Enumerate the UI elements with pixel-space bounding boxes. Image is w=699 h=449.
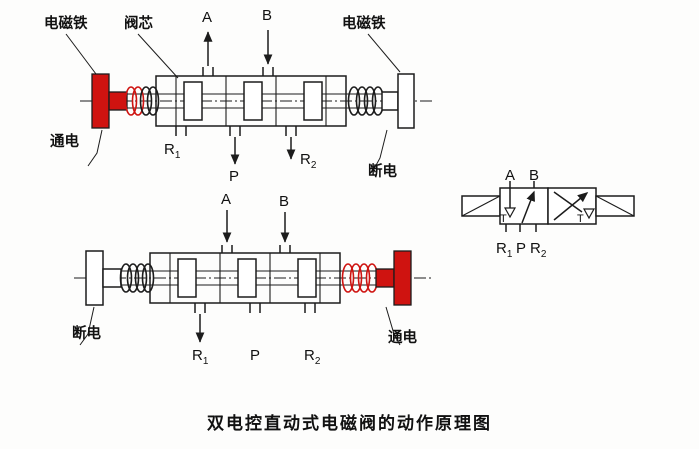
electromagnet-right-label: 电磁铁 (342, 14, 386, 32)
port-r1-label: R1 (192, 347, 209, 367)
spool-land (183, 81, 203, 121)
right-electromagnet-armature (381, 73, 415, 129)
port-r2-label: R2 (304, 347, 321, 367)
exhaust-triangle-right (582, 208, 596, 220)
right-electromagnet-armature-energized (375, 250, 412, 306)
spool-label: 阀芯 (124, 14, 153, 32)
valve-position-left (499, 187, 549, 225)
energized-label: 通电 (50, 132, 79, 150)
valve-body (149, 252, 341, 304)
leader-spool (137, 33, 179, 79)
deenergized-label: 断电 (72, 324, 101, 342)
flow-path-arrow (553, 192, 589, 221)
exhaust-triangle-left (503, 207, 517, 219)
port-a-label: A (221, 191, 231, 208)
port-a: A (221, 191, 233, 253)
port-r2: R2 (304, 303, 321, 367)
spool-land (237, 258, 257, 298)
right-lead-wire (373, 129, 388, 170)
symbol-port-r1-label: R1 (496, 240, 513, 260)
symbol-t-left-label: T (500, 213, 507, 225)
left-electromagnet-armature (85, 250, 122, 306)
electromagnet-left-label: 电磁铁 (44, 14, 88, 32)
leader-left (65, 33, 97, 75)
spool-land (177, 258, 197, 298)
symbol-t-right-label: T (577, 213, 584, 225)
solenoid-symbol-right (595, 195, 635, 217)
spool-land (243, 81, 263, 121)
port-p-label: P (229, 168, 239, 185)
left-lead-wire (87, 129, 103, 167)
valve-body (155, 75, 347, 127)
valve-symbol-diagram: A B T T R1 P R2 (461, 170, 635, 260)
symbol-port-r2-label: R2 (530, 240, 547, 260)
port-r1: R1 (192, 303, 209, 367)
left-lead-wire (79, 306, 95, 346)
valve-position-right (547, 187, 597, 225)
port-b-label: B (279, 193, 289, 210)
port-stubs (505, 181, 537, 232)
port-r1: R1 (164, 126, 187, 161)
symbol-port-b-label: B (529, 170, 539, 184)
port-b: B (262, 7, 274, 76)
symbol-port-p-label: P (516, 240, 526, 257)
left-coil (119, 263, 155, 293)
left-electromagnet-armature-energized (91, 73, 128, 129)
spool-land (303, 81, 323, 121)
port-p: P (229, 126, 241, 185)
flow-path-arrow (521, 190, 535, 224)
port-b-label: B (262, 7, 272, 24)
port-a: A (202, 9, 214, 76)
port-p-label: P (250, 347, 260, 364)
bottom-valve-diagram: A B R1 P R2 断电 通电 (72, 191, 432, 367)
left-coil (124, 86, 160, 116)
port-b: B (279, 193, 291, 253)
leader-right (367, 33, 401, 73)
caption-title: 双电控直动式电磁阀的动作原理图 (207, 414, 492, 433)
port-r1-label: R1 (164, 141, 181, 161)
port-r2: R2 (285, 126, 317, 171)
right-lead-wire (385, 306, 401, 346)
solenoid-symbol-left (461, 195, 501, 217)
deenergized-label: 断电 (368, 162, 397, 180)
symbol-port-a-label: A (505, 170, 515, 184)
top-valve-diagram: A B R1 P R2 (44, 7, 432, 185)
port-a-label: A (202, 9, 212, 26)
port-r2-label: R2 (300, 151, 317, 171)
energized-label: 通电 (388, 328, 417, 346)
port-p: P (249, 303, 261, 364)
spool-land (297, 258, 317, 298)
